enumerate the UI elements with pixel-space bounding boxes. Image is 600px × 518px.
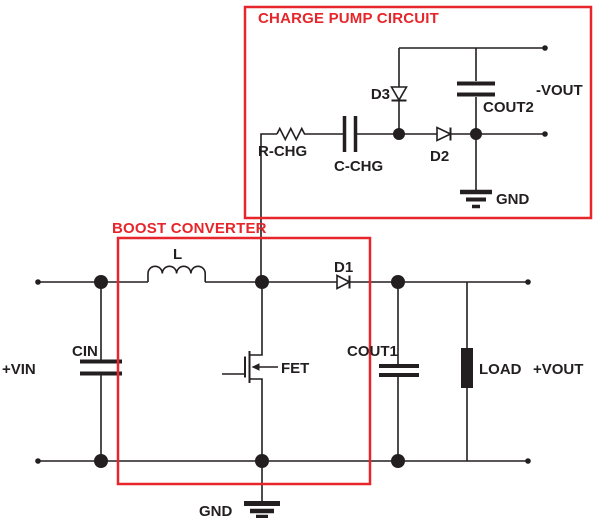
resistor-rchg bbox=[276, 126, 344, 142]
fet-drain-lead bbox=[249, 282, 263, 356]
cin-plates bbox=[80, 359, 122, 376]
boost-converter-title: BOOST CONVERTER bbox=[112, 220, 267, 237]
charge-pump-circuitry bbox=[260, 47, 545, 282]
labels: CHARGE PUMP CIRCUIT BOOST CONVERTER R-CH… bbox=[2, 10, 583, 518]
junction-dot bbox=[393, 128, 405, 140]
junction-dot bbox=[94, 275, 108, 289]
capacitor-cout1 bbox=[379, 282, 419, 461]
label-cin: CIN bbox=[72, 343, 98, 360]
label-pos-vout: +VOUT bbox=[533, 361, 583, 378]
label-cout2: COUT2 bbox=[483, 99, 534, 116]
terminal-dot bbox=[542, 45, 548, 51]
ground-main bbox=[244, 461, 280, 518]
pump-feed-wire bbox=[260, 133, 277, 282]
mosfet-fet bbox=[222, 282, 278, 461]
cout1-plates bbox=[379, 364, 419, 377]
d3-triangle bbox=[390, 86, 408, 102]
label-cout1: COUT1 bbox=[347, 343, 398, 360]
inductor-coil bbox=[147, 265, 206, 282]
junction-dot bbox=[255, 454, 269, 468]
fet-source-lead bbox=[249, 378, 263, 461]
label-load: LOAD bbox=[479, 361, 522, 378]
junction-dot bbox=[470, 128, 482, 140]
load-resistor bbox=[461, 282, 473, 461]
junction-dot bbox=[391, 275, 405, 289]
junction-dot bbox=[391, 454, 405, 468]
load-body bbox=[461, 348, 473, 388]
label-vin: +VIN bbox=[2, 361, 36, 378]
label-cchg: C-CHG bbox=[334, 158, 383, 175]
d2-triangle bbox=[436, 126, 453, 142]
charge-pump-box bbox=[243, 5, 593, 220]
boost-converter-box bbox=[116, 236, 372, 486]
d1-triangle bbox=[336, 274, 352, 290]
label-gnd-pump: GND bbox=[496, 191, 530, 208]
fet-callout-arrow-icon bbox=[251, 363, 260, 371]
charge-pump-title: CHARGE PUMP CIRCUIT bbox=[258, 10, 439, 27]
cout2-plates bbox=[457, 81, 495, 97]
terminal-dot bbox=[525, 458, 531, 464]
terminal-dot bbox=[542, 131, 548, 137]
label-neg-vout: -VOUT bbox=[536, 82, 583, 99]
diode-d1 bbox=[336, 274, 352, 290]
label-d1: D1 bbox=[334, 259, 353, 276]
label-l: L bbox=[173, 246, 182, 263]
capacitor-cin bbox=[80, 282, 122, 461]
label-fet: FET bbox=[281, 360, 309, 377]
junction-dot bbox=[255, 275, 269, 289]
junction-dots bbox=[35, 45, 548, 468]
capacitor-cchg-plates bbox=[342, 116, 358, 152]
label-rchg: R-CHG bbox=[258, 143, 307, 160]
label-gnd-main: GND bbox=[199, 503, 233, 518]
terminal-dot bbox=[35, 279, 41, 285]
label-d3: D3 bbox=[371, 86, 390, 103]
terminal-dot bbox=[525, 279, 531, 285]
label-d2: D2 bbox=[430, 148, 449, 165]
junction-dot bbox=[94, 454, 108, 468]
terminal-dot bbox=[35, 458, 41, 464]
inductor-l bbox=[147, 265, 206, 282]
